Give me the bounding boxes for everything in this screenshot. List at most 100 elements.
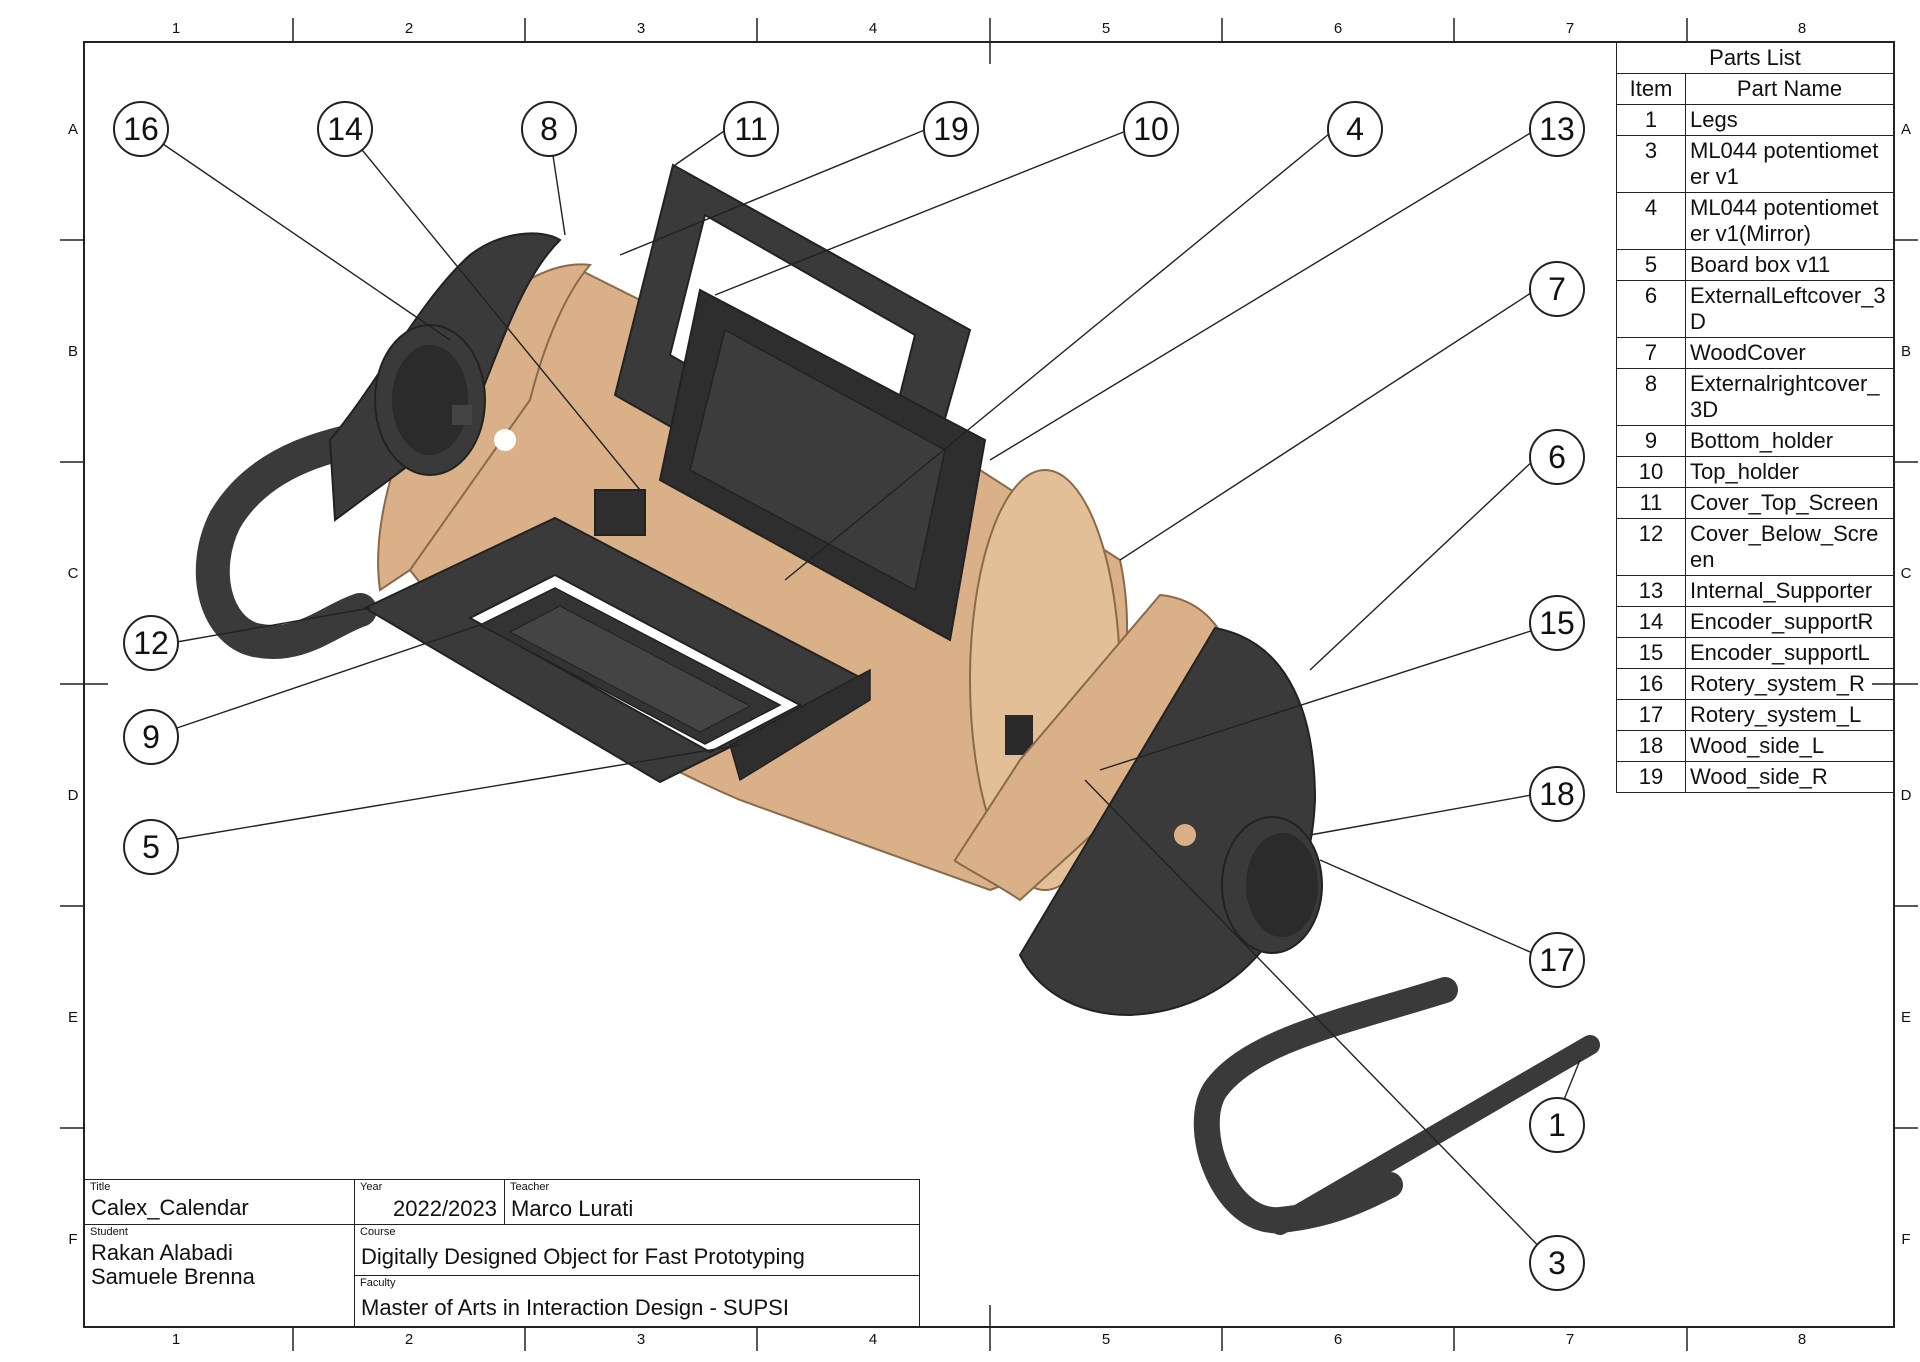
part-item-number: 7 xyxy=(1616,337,1686,369)
balloon-item[interactable]: 10 xyxy=(1123,101,1179,157)
part-item-number: 6 xyxy=(1616,280,1686,338)
balloon-item[interactable]: 5 xyxy=(123,819,179,875)
column-label: 4 xyxy=(868,1331,878,1348)
row-label: A xyxy=(67,121,78,138)
balloon-label: 14 xyxy=(327,111,363,147)
row-label: B xyxy=(67,343,78,360)
balloon-item[interactable]: 17 xyxy=(1529,932,1585,988)
balloon-item[interactable]: 3 xyxy=(1529,1235,1585,1291)
balloon-label: 11 xyxy=(734,111,767,147)
leg-left xyxy=(195,413,437,659)
balloon-item[interactable]: 19 xyxy=(923,101,979,157)
balloon-circle xyxy=(1529,766,1585,822)
part-name: Top_holder xyxy=(1685,456,1894,488)
parts-list-title: Parts List xyxy=(1616,42,1894,74)
row-label: A xyxy=(1900,121,1911,138)
potentiometer xyxy=(1005,715,1033,755)
balloon-circle xyxy=(1529,101,1585,157)
column-header-part-name: Part Name xyxy=(1685,73,1894,105)
row-label: C xyxy=(1900,565,1912,582)
row-label: E xyxy=(67,1009,78,1026)
part-name: Rotery_system_R xyxy=(1685,668,1894,700)
balloon-circle xyxy=(123,819,179,875)
column-label: 8 xyxy=(1797,20,1807,37)
balloon-circle xyxy=(123,615,179,671)
row-label: F xyxy=(1901,1231,1911,1248)
bottom-holder xyxy=(478,587,782,745)
teacher-cell: Teacher Marco Lurati xyxy=(505,1180,919,1225)
title-block: Title Calex_Calendar Year 2022/2023 Teac… xyxy=(84,1179,920,1327)
column-label: 5 xyxy=(1101,20,1111,37)
part-name: Wood_side_R xyxy=(1685,761,1894,793)
balloon-item[interactable]: 9 xyxy=(123,709,179,765)
faculty-caption: Faculty xyxy=(360,1277,396,1289)
teacher-caption: Teacher xyxy=(510,1181,550,1193)
balloon-label: 19 xyxy=(933,111,969,147)
part-item-number: 9 xyxy=(1616,425,1686,457)
balloon-label: 4 xyxy=(1346,111,1364,147)
column-label: 3 xyxy=(636,1331,646,1348)
student-cell: Student Rakan Alabadi Samuele Brenna xyxy=(85,1225,355,1326)
row-label: E xyxy=(1900,1009,1911,1026)
balloon-item[interactable]: 13 xyxy=(1529,101,1585,157)
row-label: F xyxy=(68,1231,78,1248)
balloon-item[interactable]: 4 xyxy=(1327,101,1383,157)
balloon-item[interactable]: 12 xyxy=(123,615,179,671)
student-caption: Student xyxy=(90,1226,128,1238)
column-label: 6 xyxy=(1333,1331,1343,1348)
column-label: 1 xyxy=(171,20,181,37)
course-caption: Course xyxy=(360,1226,396,1238)
part-item-number: 15 xyxy=(1616,637,1686,669)
balloon-item[interactable]: 16 xyxy=(113,101,169,157)
column-label: 7 xyxy=(1565,1331,1575,1348)
column-label: 7 xyxy=(1565,20,1575,37)
balloon-label: 10 xyxy=(1133,111,1169,147)
part-name: ML044 potentiometer v1 xyxy=(1685,135,1894,193)
balloon-item[interactable]: 1 xyxy=(1529,1097,1585,1153)
balloon-item[interactable]: 11 xyxy=(723,101,779,157)
balloon-label: 17 xyxy=(1539,942,1575,978)
balloon-label: 8 xyxy=(540,111,558,147)
part-name: Encoder_supportR xyxy=(1685,606,1894,638)
balloon-label: 5 xyxy=(142,829,160,865)
cover-hole xyxy=(494,429,516,451)
balloon-circle xyxy=(923,101,979,157)
part-item-number: 19 xyxy=(1616,761,1686,793)
part-name: Rotery_system_L xyxy=(1685,699,1894,731)
balloon-circle xyxy=(123,709,179,765)
part-item-number: 13 xyxy=(1616,575,1686,607)
balloon-circle xyxy=(1529,932,1585,988)
balloon-item[interactable]: 8 xyxy=(521,101,577,157)
balloon-item[interactable]: 15 xyxy=(1529,595,1585,651)
part-item-number: 1 xyxy=(1616,104,1686,136)
part-item-number: 17 xyxy=(1616,699,1686,731)
part-name: Externalrightcover_3D xyxy=(1685,368,1894,426)
balloon-label: 6 xyxy=(1548,439,1566,475)
part-item-number: 16 xyxy=(1616,668,1686,700)
balloon-item[interactable]: 18 xyxy=(1529,766,1585,822)
balloon-label: 3 xyxy=(1548,1245,1566,1281)
balloon-item[interactable]: 7 xyxy=(1529,261,1585,317)
drawing-title: Calex_Calendar xyxy=(91,1195,249,1220)
balloon-item[interactable]: 14 xyxy=(317,101,373,157)
part-item-number: 14 xyxy=(1616,606,1686,638)
balloon-item[interactable]: 6 xyxy=(1529,429,1585,485)
part-name: Internal_Supporter xyxy=(1685,575,1894,607)
faculty-cell: Faculty Master of Arts in Interaction De… xyxy=(355,1276,919,1326)
balloon-circle xyxy=(1529,429,1585,485)
leader-lines xyxy=(140,128,1581,1264)
part-item-number: 18 xyxy=(1616,730,1686,762)
